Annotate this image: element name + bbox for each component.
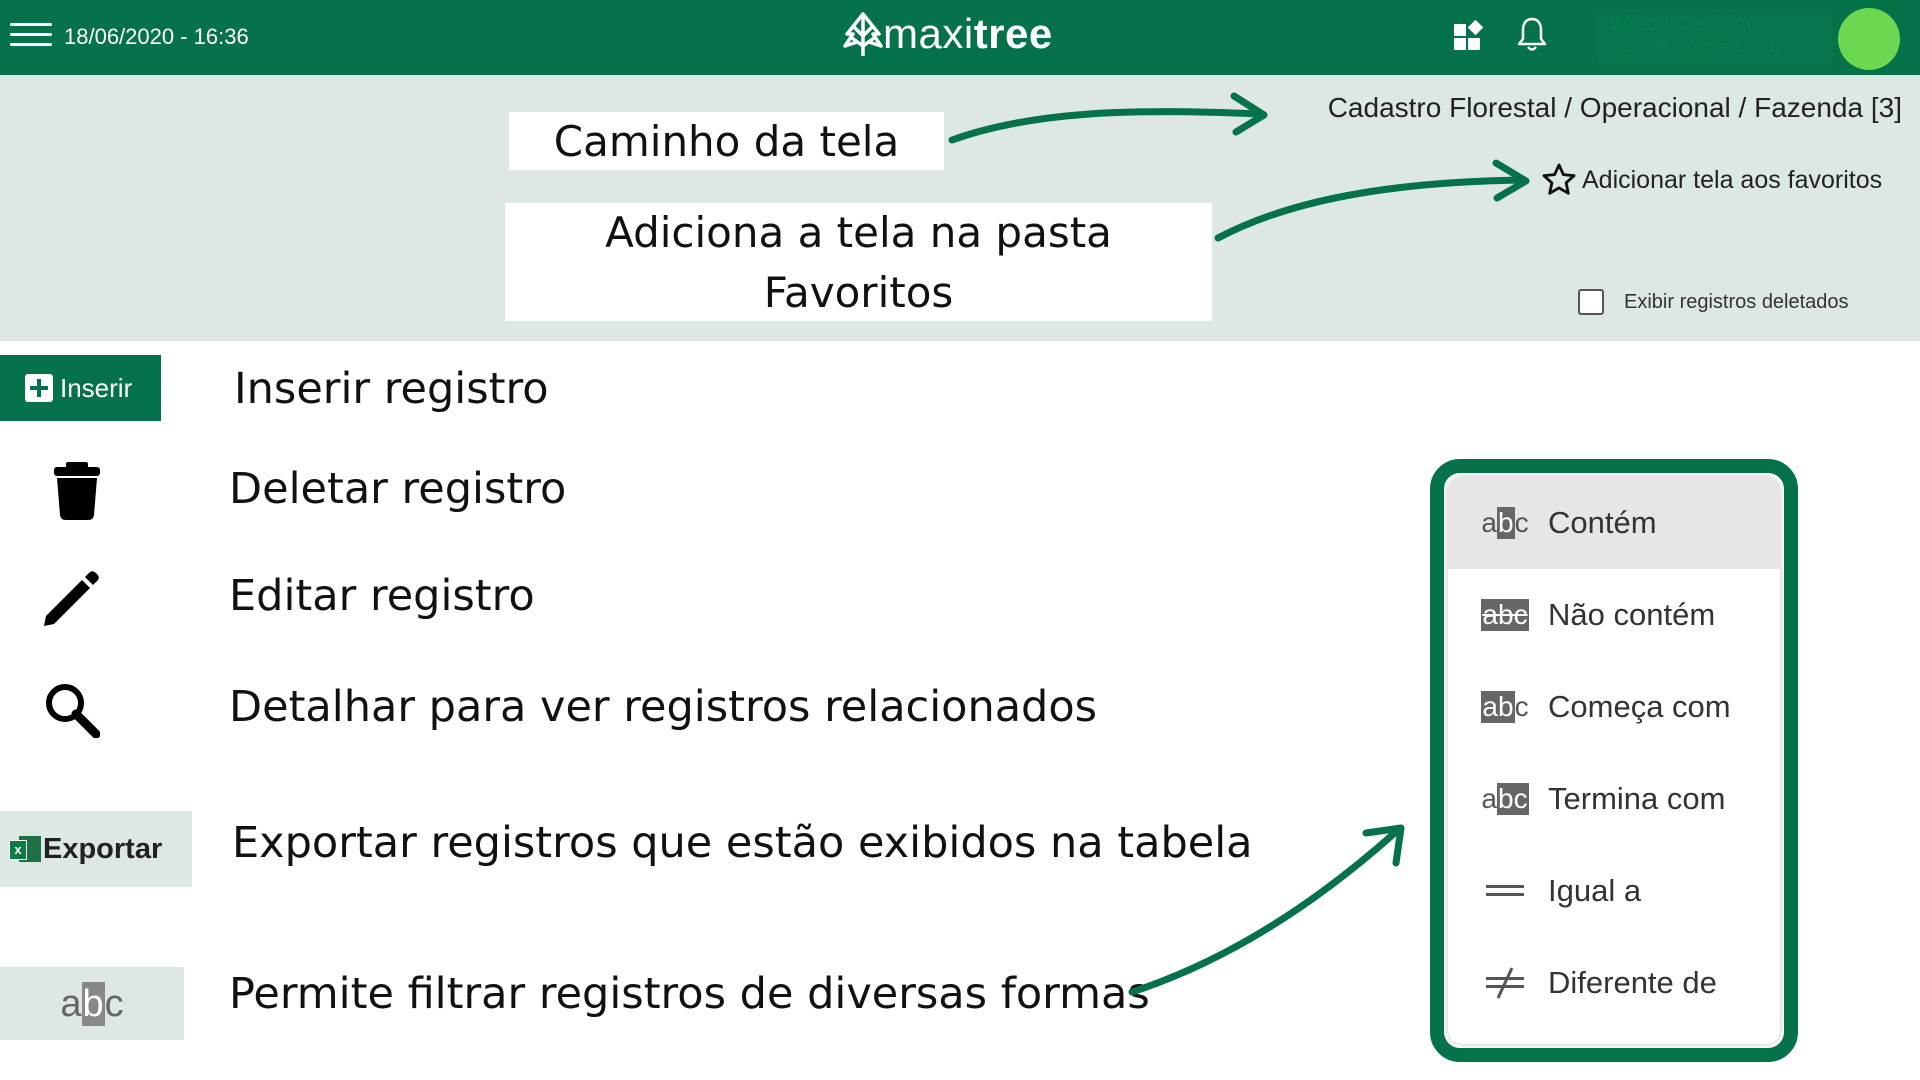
insert-button[interactable]: Inserir [0, 355, 161, 421]
bell-icon[interactable] [1516, 16, 1548, 52]
filter-option-starts-with[interactable]: abc Começa com [1448, 661, 1780, 753]
datetime: 18/06/2020 - 16:36 [64, 24, 249, 49]
legend-export: Exportar registros que estão exibidos na… [232, 818, 1253, 868]
show-deleted-toggle: Exibir registros deletados [1578, 289, 1849, 315]
filter-option-label: Não contém [1548, 597, 1716, 632]
filter-options-panel: abc Contém abc Não contém abc Começa com… [1430, 459, 1798, 1062]
apps-icon[interactable] [1452, 20, 1484, 52]
filter-option-label: Termina com [1548, 781, 1726, 816]
not-equals-icon [1486, 967, 1524, 999]
callout-screen-path: Caminho da tela [509, 112, 944, 170]
filter-option-label: Diferente de [1548, 965, 1717, 1000]
filter-option-ends-with[interactable]: abc Termina com [1448, 753, 1780, 845]
legend-edit: Editar registro [229, 571, 535, 621]
logo-prefix: maxi [883, 10, 974, 57]
show-deleted-checkbox[interactable] [1578, 289, 1604, 315]
filter-option-label: Começa com [1548, 689, 1731, 724]
top-bar: 18/06/2020 - 16:36 maxitree Wilson Cerde… [0, 0, 1920, 75]
export-button[interactable]: x Exportar [0, 811, 192, 887]
show-deleted-label: Exibir registros deletados [1624, 290, 1849, 313]
logo-suffix: tree [973, 10, 1053, 57]
legend-detail: Detalhar para ver registros relacionados [229, 682, 1098, 732]
add-favorite-button[interactable]: Adicionar tela aos favoritos [1540, 160, 1882, 200]
plus-icon [25, 374, 53, 402]
starts-with-icon: abc [1481, 691, 1529, 723]
contains-icon: abc [1481, 507, 1529, 539]
callout-favorites-line1: Adiciona a tela na pasta [605, 208, 1112, 257]
ends-with-icon: abc [1481, 783, 1529, 815]
legend-insert: Inserir registro [234, 364, 549, 414]
user-email: wilson@maxitree.com.br [1609, 39, 1785, 56]
arrow-to-filter-panel-head [1362, 824, 1405, 867]
filter-option-label: Contém [1548, 505, 1657, 540]
filter-options-list: abc Contém abc Não contém abc Começa com… [1448, 477, 1780, 1044]
filter-abc-icon: abc [60, 981, 124, 1026]
legend-delete: Deletar registro [229, 464, 567, 514]
filter-option-label: Igual a [1548, 873, 1642, 908]
filter-option-not-contains[interactable]: abc Não contém [1448, 569, 1780, 661]
trash-icon[interactable] [52, 462, 102, 520]
tree-logo-icon [843, 12, 883, 56]
excel-icon: x [9, 836, 41, 862]
equals-icon [1486, 885, 1524, 896]
filter-option-contains[interactable]: abc Contém [1448, 477, 1780, 569]
pencil-icon[interactable] [42, 570, 100, 628]
user-info[interactable]: Wilson Cerdeira wilson@maxitree.com.br [1597, 9, 1832, 65]
callout-favorites: Adiciona a tela na pasta Favoritos [505, 203, 1212, 321]
legend-filter: Permite filtrar registros de diversas fo… [229, 969, 1150, 1019]
logo-text: maxitree [883, 10, 1053, 58]
menu-icon[interactable] [10, 20, 52, 50]
filter-option-not-equals[interactable]: Diferente de [1448, 937, 1780, 1029]
filter-option-equals[interactable]: Igual a [1448, 845, 1780, 937]
avatar[interactable] [1838, 8, 1900, 70]
star-icon [1542, 163, 1576, 195]
search-icon[interactable] [44, 682, 100, 738]
add-favorite-label: Adicionar tela aos favoritos [1582, 165, 1883, 194]
export-button-label: Exportar [43, 832, 163, 865]
not-contains-icon: abc [1481, 599, 1529, 631]
breadcrumb[interactable]: Cadastro Florestal / Operacional / Fazen… [1327, 92, 1902, 123]
callout-favorites-line2: Favoritos [763, 268, 954, 317]
insert-button-label: Inserir [60, 372, 133, 403]
filter-button[interactable]: abc [0, 967, 184, 1040]
logo: maxitree [843, 4, 1053, 64]
user-name: Wilson Cerdeira [1609, 13, 1752, 35]
